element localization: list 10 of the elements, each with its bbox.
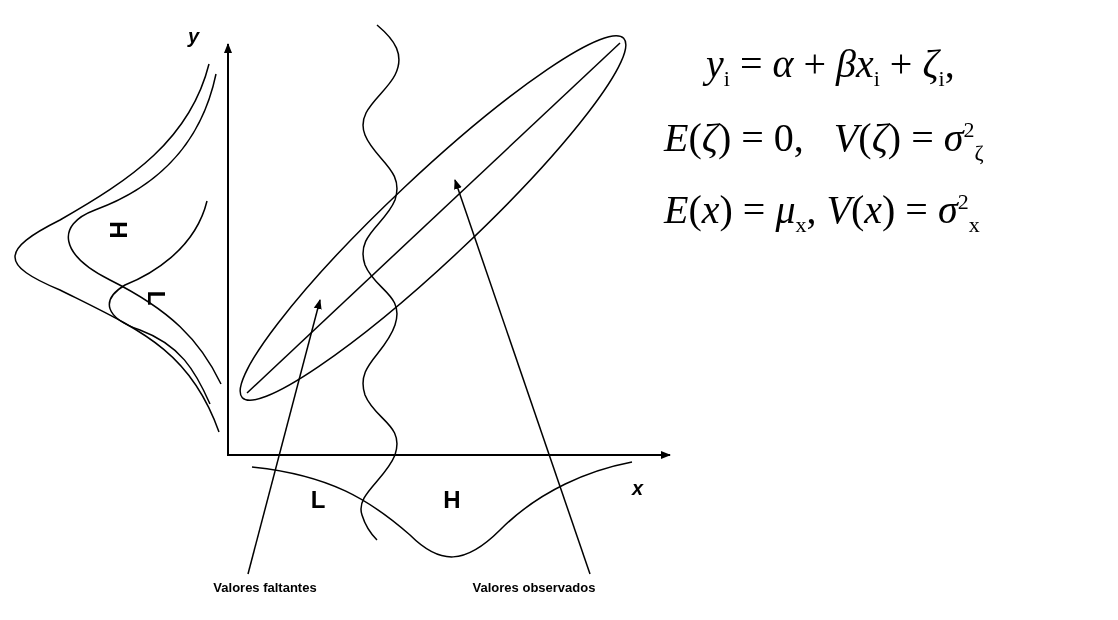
axis-label: y — [188, 26, 200, 46]
callout-text: Valores observados — [472, 581, 596, 594]
leader-line — [247, 299, 322, 575]
distribution-label: L — [310, 488, 326, 512]
leader-line — [454, 179, 591, 575]
callout-text: Valores faltantes — [213, 581, 317, 594]
distribution-label: H — [443, 488, 461, 512]
distribution-label: L — [144, 290, 168, 306]
axis-label: x — [632, 478, 644, 498]
distribution-label: H — [106, 221, 130, 239]
